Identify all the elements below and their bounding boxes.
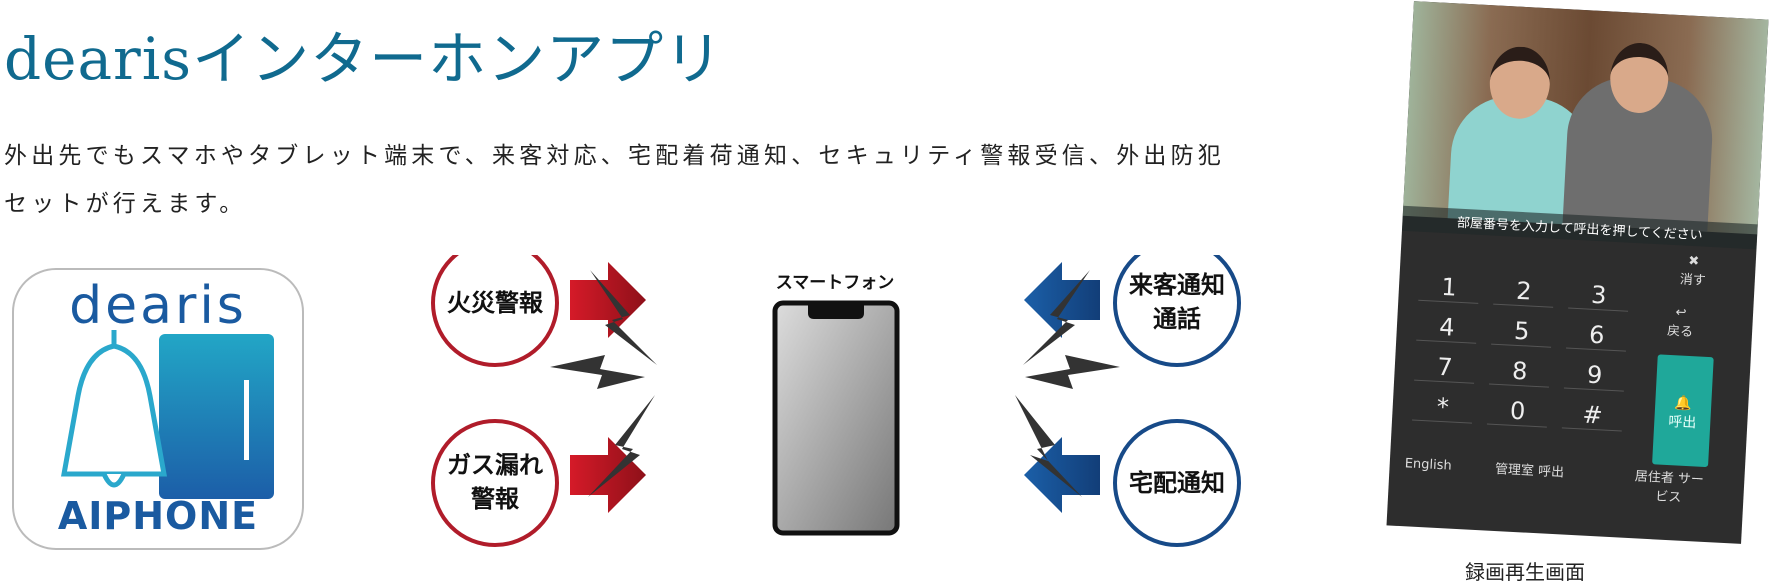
visitor-circle xyxy=(1113,255,1241,367)
key-3[interactable]: 3 xyxy=(1568,279,1630,312)
camera-photo xyxy=(1402,1,1769,235)
visitor-label-2: 通話 xyxy=(1153,305,1201,333)
back-label: 戻る xyxy=(1666,323,1694,341)
english-button[interactable]: English xyxy=(1404,456,1453,474)
delivery-label: 宅配通知 xyxy=(1129,469,1225,497)
gas-leak-label-2: 警報 xyxy=(471,485,519,513)
arrow-right-icon xyxy=(570,437,646,513)
key-0[interactable]: 0 xyxy=(1486,395,1549,428)
app-icon: dearis AIPHONE xyxy=(12,268,304,550)
gas-alarm-circle xyxy=(431,419,559,547)
smartphone-icon xyxy=(772,300,900,536)
key-5[interactable]: 5 xyxy=(1491,315,1553,348)
smartphone-label: スマートフォン xyxy=(775,273,895,293)
call-label: 呼出 xyxy=(1667,413,1697,432)
visitor-label: 来客通知 xyxy=(1129,271,1225,299)
key-8[interactable]: 8 xyxy=(1489,355,1551,388)
page-title: dearisインターホンアプリ xyxy=(4,25,724,93)
key-hash[interactable]: # xyxy=(1561,399,1624,432)
delivery-circle xyxy=(1113,419,1241,547)
app-icon-name: dearis xyxy=(69,276,247,336)
key-4[interactable]: 4 xyxy=(1416,311,1478,344)
key-star[interactable]: * xyxy=(1412,391,1474,424)
fire-alarm-circle xyxy=(431,255,559,367)
arrow-left-icon xyxy=(1024,437,1100,513)
signal-bolt-icons xyxy=(550,270,1120,497)
notification-diagram xyxy=(431,255,1241,547)
delete-label: 消す xyxy=(1679,272,1707,289)
arrow-right-icon xyxy=(570,262,646,338)
key-7[interactable]: 7 xyxy=(1414,351,1476,384)
intercom-screen: 部屋番号を入力して呼出を押してください ✖消す 1 2 3 4 5 6 7 8 … xyxy=(1386,1,1769,544)
bell-door-icon xyxy=(61,330,274,499)
description-line-2: セットが行えます。 xyxy=(4,191,247,217)
resident-service-button[interactable]: 居住者 サービス xyxy=(1634,469,1705,506)
gas-leak-label: ガス漏れ xyxy=(447,451,543,479)
key-2[interactable]: 2 xyxy=(1493,275,1555,308)
manager-call-button[interactable]: 管理室 呼出 xyxy=(1494,461,1565,481)
key-6[interactable]: 6 xyxy=(1566,319,1628,352)
description-line-1: 外出先でもスマホやタブレット端末で、来客対応、宅配着荷通知、セキュリティ警報受信… xyxy=(4,143,1226,169)
call-button[interactable]: 🔔呼出 xyxy=(1652,354,1714,468)
back-button[interactable]: ↩戻る xyxy=(1666,305,1694,341)
bell-icon: 🔔 xyxy=(1674,395,1693,413)
fire-alarm-label: 火災警報 xyxy=(447,289,543,317)
key-1[interactable]: 1 xyxy=(1418,271,1480,304)
delete-button[interactable]: ✖消す xyxy=(1679,253,1707,289)
screen-caption: 録画再生画面 xyxy=(1465,560,1585,584)
app-icon-brand: AIPHONE xyxy=(57,494,259,538)
key-9[interactable]: 9 xyxy=(1563,359,1626,392)
